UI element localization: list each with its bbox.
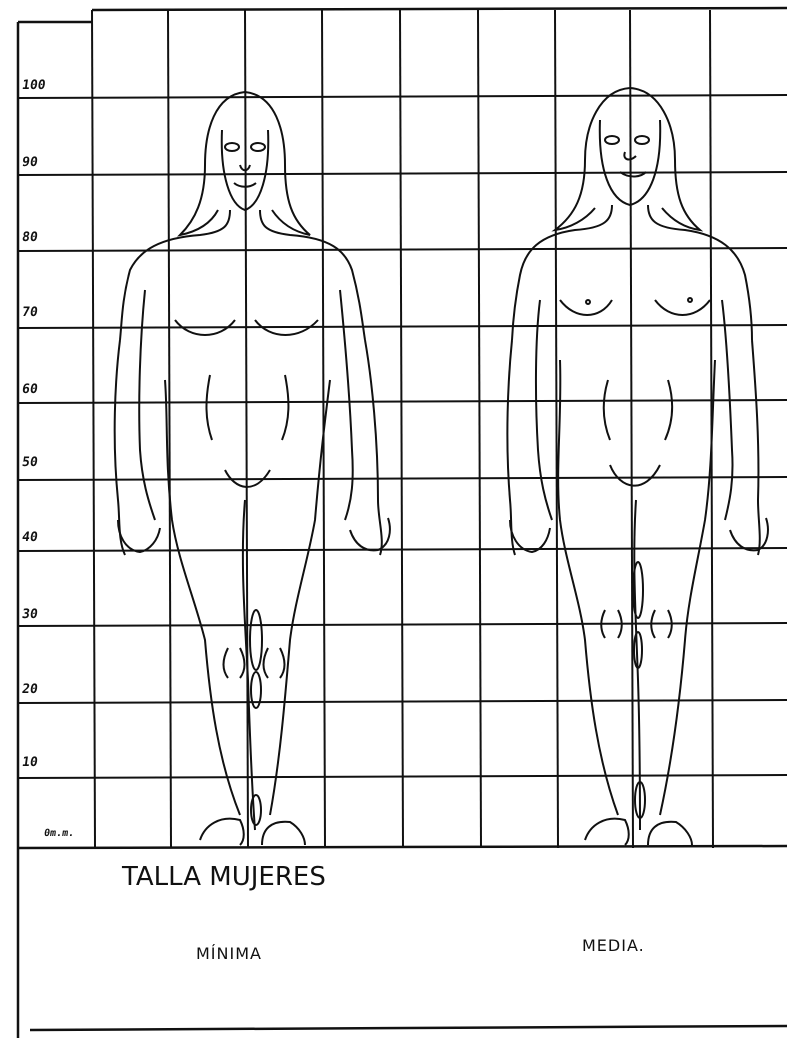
scale-label: 10 [21, 755, 39, 770]
gridline-vertical [478, 10, 481, 848]
gridline-vertical [245, 10, 248, 848]
scale-label: 0m.m. [43, 828, 75, 839]
vertical-gridlines [92, 10, 713, 848]
scale-label: 70 [21, 305, 39, 320]
gridline-horizontal [18, 248, 787, 251]
gridline-horizontal [18, 172, 787, 175]
chart-title: TALLA MUJERES [122, 862, 326, 892]
gridline-vertical [555, 10, 558, 848]
figure-label-media: MEDIA. [582, 936, 645, 955]
scale-label: 50 [21, 455, 39, 470]
scale-label: 90 [21, 155, 39, 170]
figure-media [507, 88, 768, 845]
gridline-vertical [400, 10, 403, 848]
figure-label-minima: MÍNIMA [196, 944, 262, 963]
gridline-vertical [630, 10, 633, 848]
scale-label: 40 [21, 530, 39, 545]
scale-label: 80 [21, 230, 39, 245]
gridline-vertical [92, 10, 95, 848]
scale-label: 30 [21, 607, 39, 622]
scale-label: 20 [21, 682, 39, 697]
gridline-horizontal [18, 325, 787, 328]
scale-label: 60 [21, 382, 39, 397]
scale-label: 100 [21, 78, 47, 93]
gridline-horizontal [18, 95, 787, 98]
gridline-vertical [168, 10, 171, 848]
figure-minima [115, 92, 390, 845]
